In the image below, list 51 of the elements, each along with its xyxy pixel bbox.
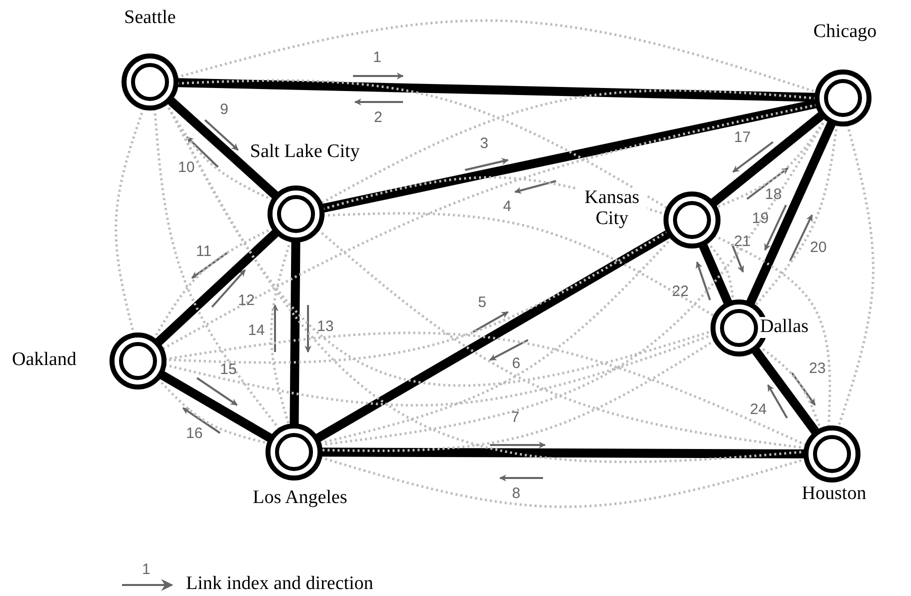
link-index-number: 6 <box>512 356 520 371</box>
link-index-number: 3 <box>480 136 488 151</box>
link-line <box>321 99 818 213</box>
link-index-number: 1 <box>142 562 150 577</box>
city-label: Salt Lake City <box>250 142 360 163</box>
link-line <box>320 448 806 458</box>
dotted-link-line <box>164 332 807 446</box>
link-index-number: 19 <box>752 211 769 226</box>
link-line <box>698 242 732 306</box>
link-index-number: 23 <box>809 361 826 376</box>
link-index-number: 14 <box>248 323 265 338</box>
dotted-link-line <box>164 334 714 406</box>
city-label: Kansas City <box>577 188 647 230</box>
city-label: Dallas <box>760 317 809 338</box>
link-index-number: 18 <box>765 187 782 202</box>
dotted-link-line <box>162 104 818 350</box>
link-index-number: 5 <box>478 295 486 310</box>
dotted-link-line <box>270 240 292 426</box>
dotted-link-line <box>713 234 832 428</box>
link-index-number: 12 <box>238 293 255 308</box>
link-index-number: 22 <box>672 284 689 299</box>
link-line <box>159 370 273 442</box>
link-index-number: 2 <box>374 110 382 125</box>
link-index-number: 4 <box>503 199 512 214</box>
link-line <box>176 78 816 102</box>
link-index-number: 1 <box>373 50 382 65</box>
dotted-link-line <box>320 339 716 452</box>
link-index-number: 17 <box>734 130 751 145</box>
city-label: Los Angeles <box>252 488 348 509</box>
link-index-number: 8 <box>512 486 520 501</box>
link-index-number: 24 <box>750 402 767 417</box>
link-index-number: 11 <box>196 244 212 259</box>
link-line <box>751 347 820 435</box>
dotted-link-line <box>322 212 716 318</box>
link-index-number: 16 <box>186 426 203 441</box>
city-label: Chicago <box>813 22 877 43</box>
link-line <box>290 240 300 426</box>
link-index-number: 10 <box>178 160 195 175</box>
dotted-link-line <box>320 89 816 204</box>
link-index-number: 20 <box>810 240 827 255</box>
dotted-link-line <box>320 118 827 446</box>
link-index-number: 21 <box>734 234 751 249</box>
dotted-link-line <box>317 228 806 450</box>
legend-text: Link index and direction <box>186 573 374 595</box>
link-index-number: 13 <box>317 319 334 334</box>
link-index-number: 15 <box>220 362 237 377</box>
dotted-link-line <box>153 108 280 430</box>
link-index-number: 9 <box>220 102 228 117</box>
link-index-number: 7 <box>511 410 520 425</box>
dotted-link-line <box>114 108 145 335</box>
dotted-link-line <box>176 79 668 210</box>
